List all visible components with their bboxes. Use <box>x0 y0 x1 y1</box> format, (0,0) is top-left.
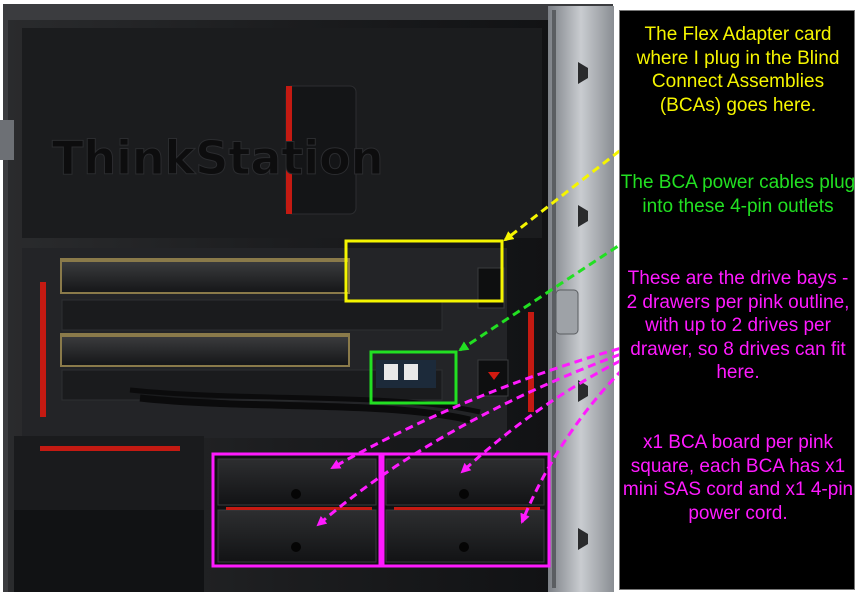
drive-bay-outline-right <box>381 452 551 568</box>
drive-bay-outline-left <box>211 452 382 568</box>
annotation-panel: The Flex Adapter card where I plug in th… <box>619 10 855 590</box>
arrows-magenta <box>316 343 634 527</box>
drive-drawer <box>385 509 545 563</box>
note-flex-adapter: The Flex Adapter card where I plug in th… <box>636 24 840 116</box>
expansion-area <box>22 248 534 438</box>
drive-drawer <box>217 509 377 563</box>
note-bca-power: The BCA power cables plug into these 4-p… <box>620 172 856 217</box>
upper-bay: ThinkStation <box>22 28 542 238</box>
power-outlet-outline <box>369 350 458 405</box>
arrow-magenta <box>316 348 633 527</box>
red-accent <box>286 86 292 214</box>
note-bca-board: x1 BCA board per pink square, each BCA h… <box>622 432 854 524</box>
flex-adapter-outline <box>344 239 504 303</box>
brand-logo: ThinkStation <box>52 131 384 185</box>
drive-drawer <box>217 458 377 511</box>
arrow-yellow <box>503 133 641 242</box>
arrow-green <box>458 223 651 352</box>
lower-left-bay <box>14 436 204 592</box>
drive-drawer <box>385 458 545 506</box>
note-drive-bays: These are the drive bays - 2 drawers per… <box>626 268 850 383</box>
arrow-magenta <box>520 358 634 524</box>
arrow-magenta <box>330 343 633 470</box>
